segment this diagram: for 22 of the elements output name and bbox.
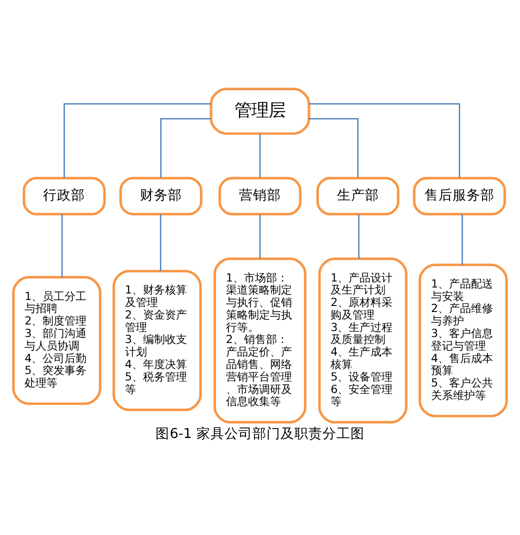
connector [160, 118, 212, 178]
node-box: 生产部 [316, 176, 400, 215]
node-box: 1、员工分工与招聘 2、制度管理 3、部门沟通与人员协调 4、公司后勤 5、突发事务处理等 [12, 276, 102, 404]
connector [61, 214, 63, 277]
connector [462, 214, 463, 264]
node-box: 1、财务核算及管理 2、资金资产管理 3、编制收支计划 4、年度决算 5、税务管理等 [112, 269, 202, 411]
connector [64, 102, 211, 178]
connector [160, 214, 162, 271]
node-box: 1、产品设计及生产计划 2、原材料采购及管理 3、生产过程及质量控制 4、生产成本核算 5、设备管理 6、安全管理等 [318, 256, 408, 423]
node-box: 营销部 [218, 176, 302, 215]
connector [309, 102, 460, 178]
connector [259, 214, 261, 258]
node-box: 售后服务部 [413, 176, 506, 215]
node-box: 1、市场部：渠道策略制定与执行、促销策略制定与执行等。 2、销售部：产品定价、产品销售、网络营销平台管理、市场调研及信息收集等 [214, 256, 306, 423]
connector [358, 214, 360, 258]
node-box: 财务部 [119, 176, 202, 215]
node-box: 1、产品配送与安装 2、产品维修与养护 3、客户信息登记与管理 4、售后成本预算 5、客户公共关系维护等 [418, 263, 508, 417]
node-box: 管理层 [210, 87, 310, 134]
caption: 图6-1 家具公司部门及职责分工图 [156, 426, 364, 442]
node-box: 行政部 [22, 176, 106, 215]
connector [308, 118, 358, 178]
connector [259, 134, 261, 178]
